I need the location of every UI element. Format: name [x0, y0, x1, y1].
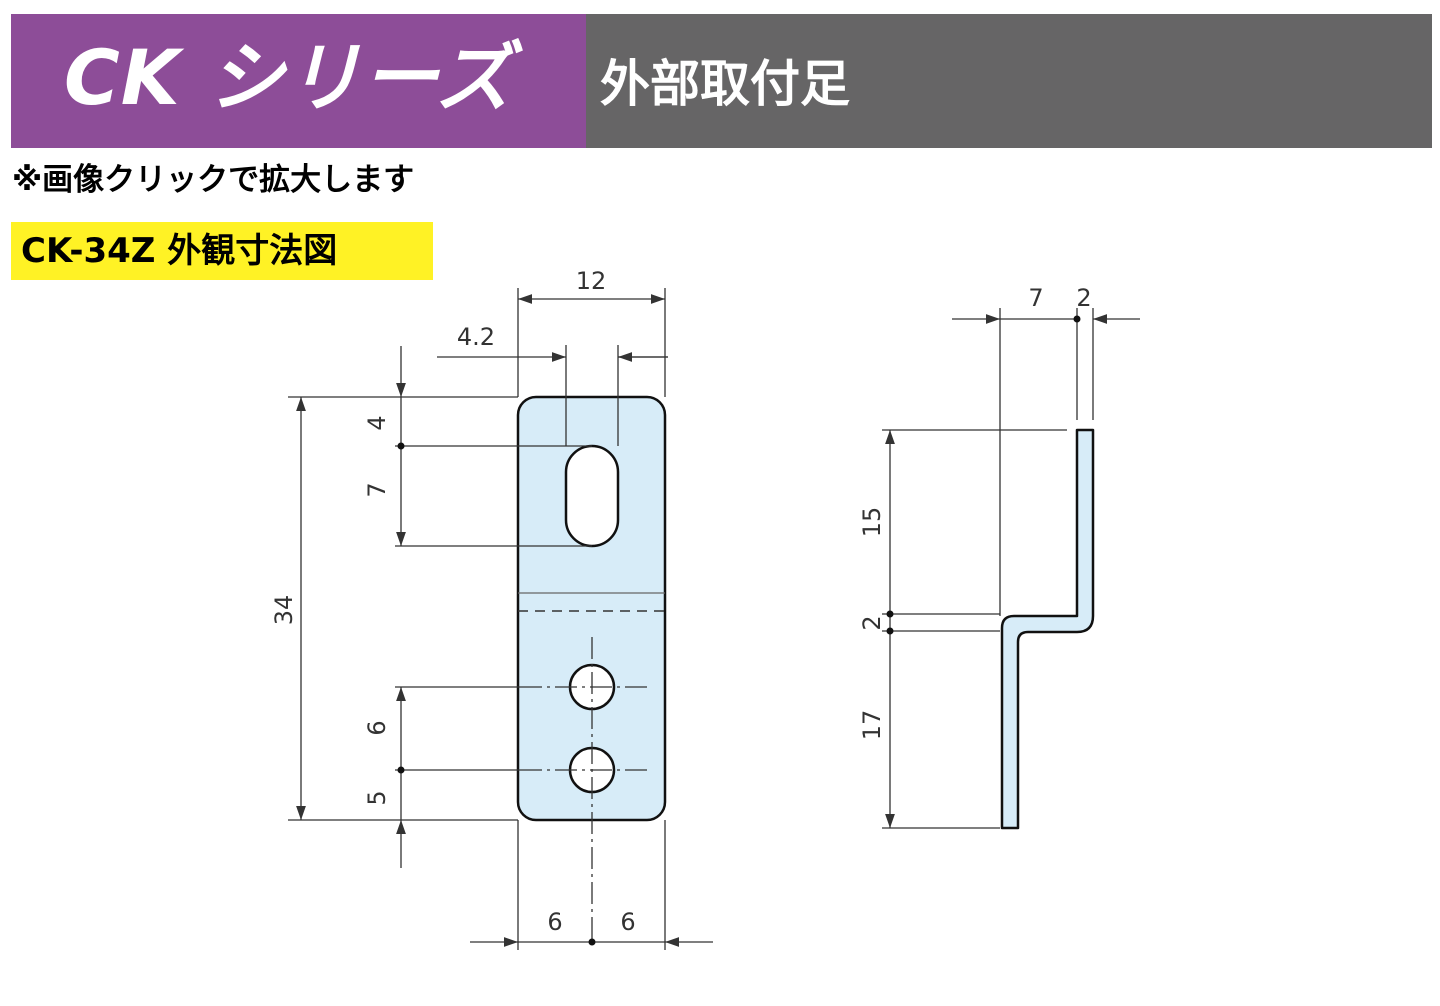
- dim-side-lower: 17: [858, 710, 886, 741]
- dim-half-width-right: 6: [620, 908, 635, 936]
- dim-slot-length: 7: [363, 482, 391, 497]
- mounting-slot: [564, 444, 620, 548]
- series-header-band: [11, 14, 586, 148]
- enlarge-note: ※画像クリックで拡大します: [12, 162, 415, 198]
- front-dimensions: [288, 288, 713, 950]
- dim-height-total: 34: [270, 595, 298, 626]
- side-dimensions: [882, 308, 1140, 829]
- side-dimension-dots: [886, 315, 1081, 635]
- dim-side-upper: 15: [858, 507, 886, 538]
- dim-bottom-to-hole: 5: [363, 790, 391, 805]
- dim-side-offset: 7: [1028, 284, 1043, 312]
- diagram-title: CK-34Z 外観寸法図: [21, 231, 338, 271]
- dim-top-to-slot: 4: [363, 415, 391, 430]
- bracket-profile: [1000, 428, 1095, 830]
- front-dimension-dots: [397, 442, 596, 946]
- dim-slot-offset: 4.2: [457, 323, 495, 351]
- page-subtitle: 外部取付足: [600, 55, 850, 113]
- dim-half-width-left: 6: [547, 908, 562, 936]
- subtitle-header-band: [586, 14, 1432, 148]
- dim-thickness: 2: [1076, 284, 1091, 312]
- front-view: [516, 395, 667, 945]
- dim-width-total: 12: [576, 267, 607, 295]
- side-view: [1000, 428, 1095, 830]
- dim-hole-spacing: 6: [363, 720, 391, 735]
- diagram-title-tag: CK-34Z 外観寸法図: [11, 222, 433, 280]
- series-title: CK シリーズ: [64, 33, 513, 122]
- dim-side-bend: 2: [858, 615, 886, 630]
